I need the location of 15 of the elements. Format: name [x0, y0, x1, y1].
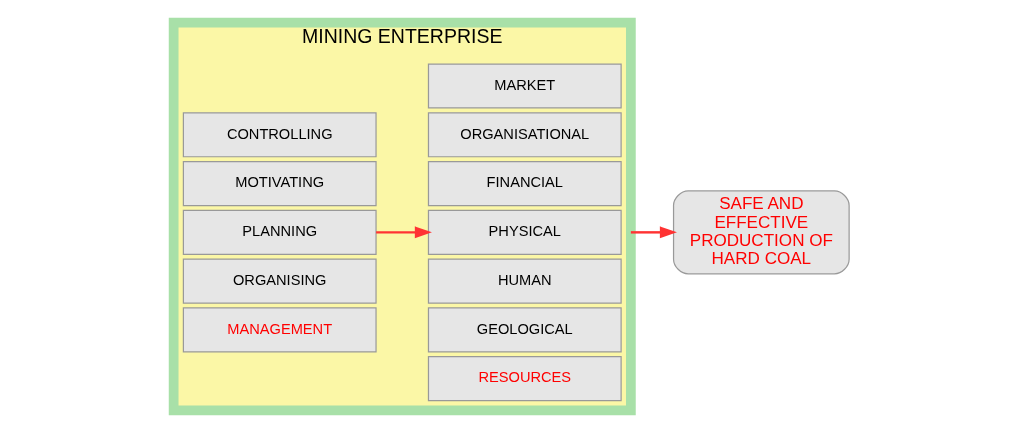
node-box: ORGANISING [182, 258, 377, 304]
node-box: MOTIVATING [182, 161, 377, 207]
node-box: PHYSICAL [427, 209, 622, 255]
node-box: FINANCIAL [427, 161, 622, 207]
arrow [376, 226, 432, 239]
node-box: RESOURCES [427, 356, 622, 402]
arrow [630, 226, 677, 239]
node-box: ORGANISATIONAL [427, 112, 622, 158]
node-box: SAFE AND EFFECTIVE PRODUCTION OF HARD COAL [672, 190, 850, 275]
node-box: GEOLOGICAL [427, 307, 622, 353]
node-box: PLANNING [182, 209, 377, 255]
node-box: MANAGEMENT [182, 307, 377, 353]
node-box: CONTROLLING [182, 112, 377, 158]
node-box: MARKET [427, 63, 622, 109]
node-box: HUMAN [427, 258, 622, 304]
